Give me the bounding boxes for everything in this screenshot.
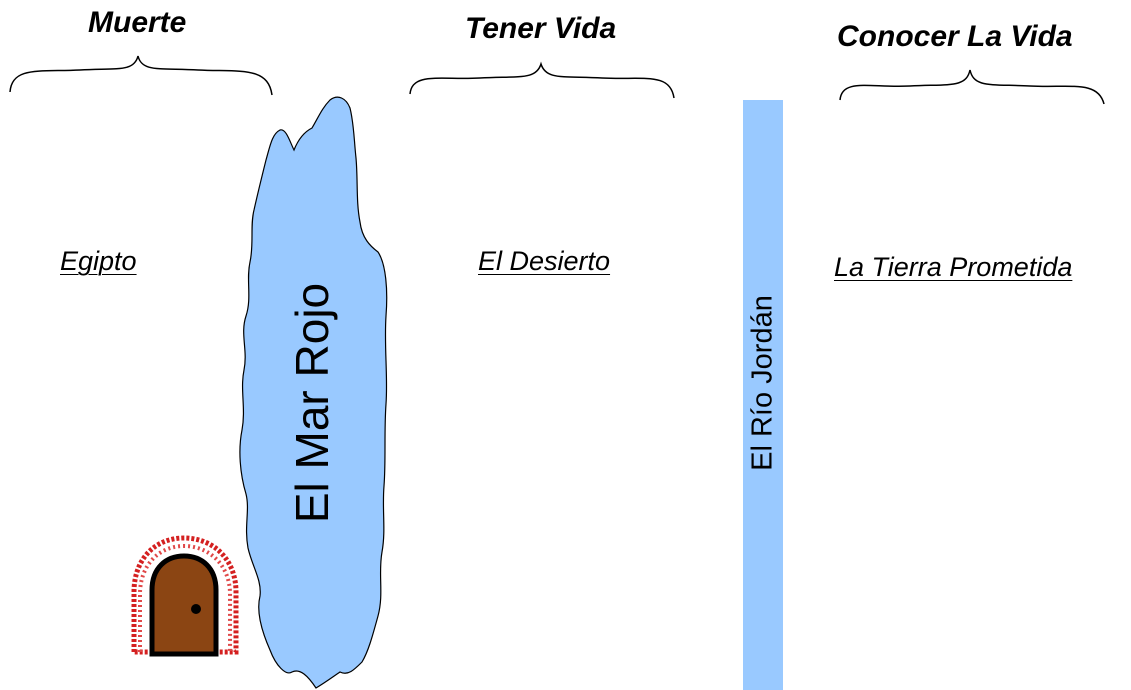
heading-have-life: Tener Vida [465, 12, 617, 45]
heading-death: Muerte [88, 6, 187, 39]
door-arch-stones-inner [138, 543, 232, 652]
red-sea-shape [239, 96, 388, 689]
door-icon [131, 535, 239, 657]
jordan-river-label: El Río Jordán [746, 295, 779, 471]
door-panel [149, 553, 219, 657]
place-desert: El Desierto [478, 246, 611, 276]
place-egypt: Egipto [60, 246, 137, 276]
heading-know-life: Conocer La Vida [837, 20, 1073, 53]
brace-icon-have-life [409, 61, 675, 99]
red-sea-label: El Mar Rojo [286, 282, 338, 524]
place-promised-land: La Tierra Prometida [834, 252, 1073, 282]
brace-icon-know-life [839, 69, 1105, 105]
door-knob [191, 604, 201, 614]
jordan-river-shape [743, 100, 783, 690]
brace-icon-death [9, 55, 273, 96]
